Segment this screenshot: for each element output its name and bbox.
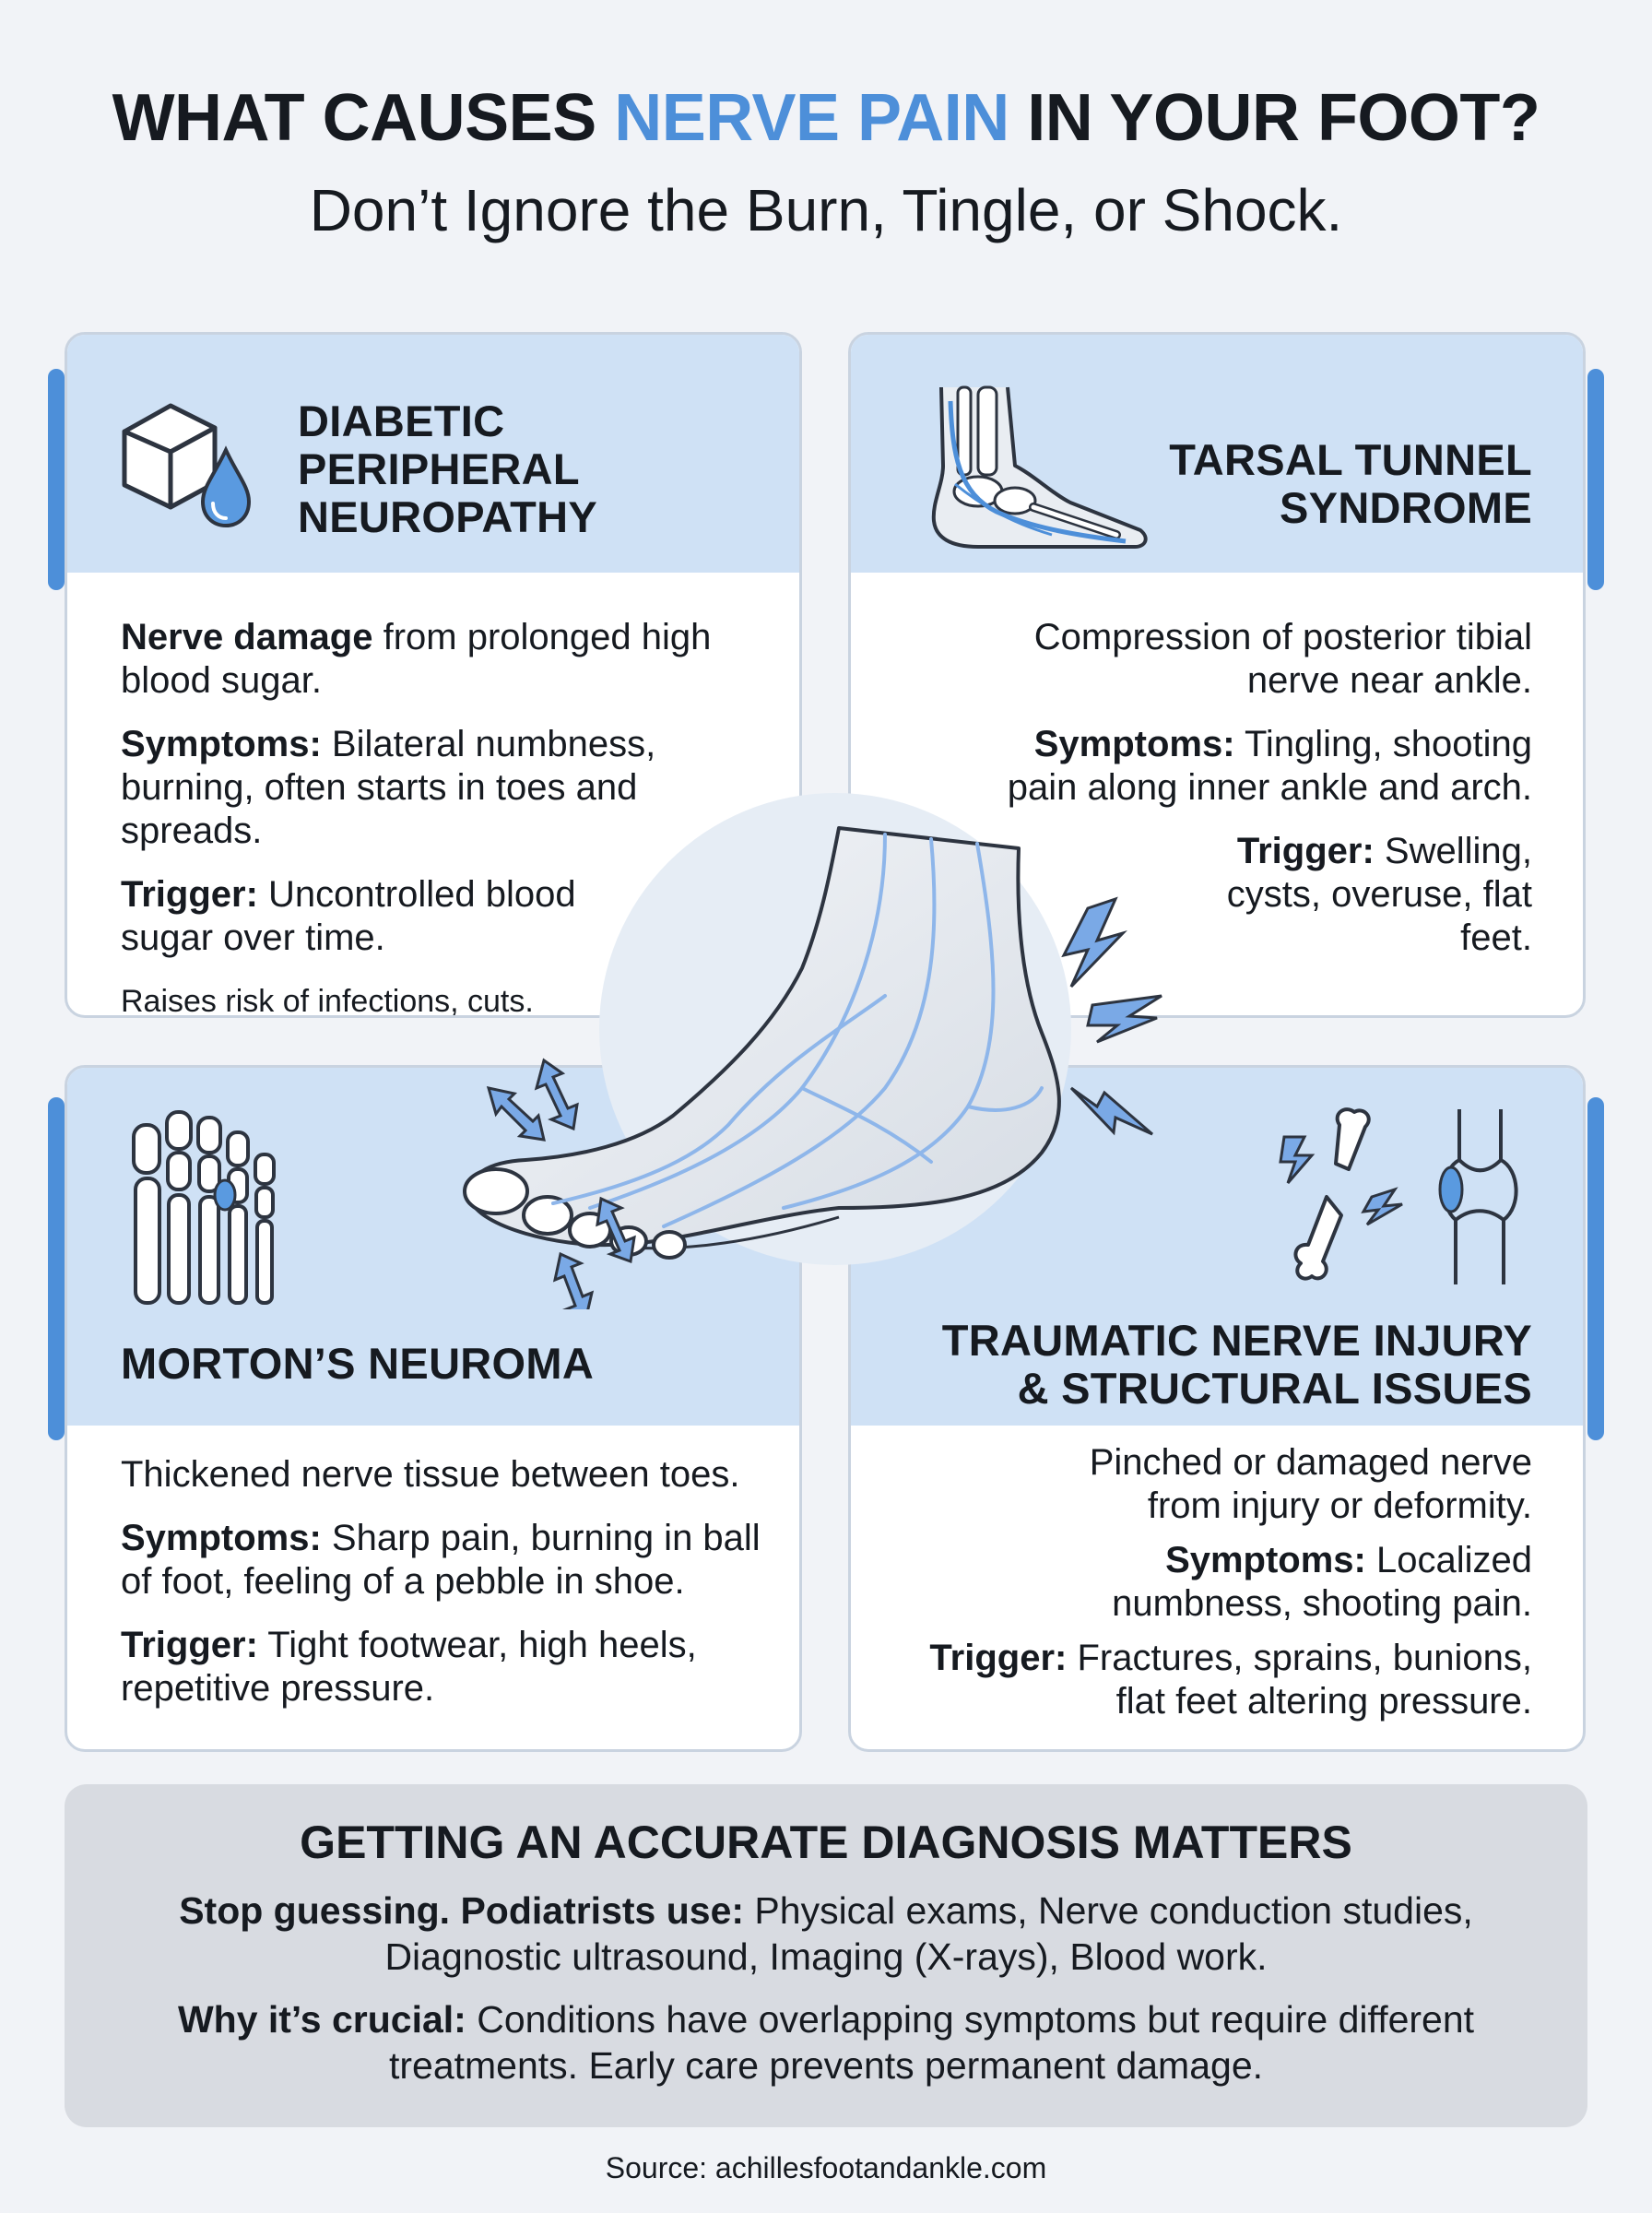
card-title: TRAUMATIC NERVE INJURY & STRUCTURAL ISSU… <box>941 1316 1532 1413</box>
broken-bone-joint-icon <box>1279 1107 1518 1284</box>
card-title: TARSAL TUNNEL SYNDROME <box>1169 435 1532 532</box>
card-trigger: Trigger: Fractures, sprains, bunions, fl… <box>929 1638 1532 1722</box>
title-part-1: WHAT CAUSES <box>112 81 597 155</box>
card-body: Nerve damage from prolonged high blood s… <box>121 616 785 1018</box>
foot-outline <box>467 826 1061 1248</box>
card-lead: Pinched or damaged nerve from injury or … <box>1089 1442 1532 1526</box>
card-diabetic-neuropathy: DIABETIC PERIPHERAL NEUROPATHY Nerve dam… <box>65 332 802 1018</box>
card-symptoms: Symptoms: Bilateral numbness, burning, o… <box>121 724 656 851</box>
card-lead: Nerve damage from prolonged high blood s… <box>121 617 712 701</box>
card-trigger: Trigger: Tight footwear, high heels, rep… <box>121 1625 697 1709</box>
side-tab-right-top <box>1587 369 1604 590</box>
sugar-cube-drop-icon <box>122 403 252 528</box>
diagnosis-title: GETTING AN ACCURATE DIAGNOSIS MATTERS <box>300 1817 1352 1868</box>
side-tab-right-bottom <box>1587 1097 1604 1440</box>
card-lead: Compression of posterior tibial nerve ne… <box>1033 617 1532 701</box>
title-accent: NERVE PAIN <box>614 81 1009 155</box>
diagnosis-importance: Why it’s crucial: Conditions have overla… <box>177 1998 1475 2087</box>
toes <box>463 1167 687 1260</box>
card-trigger: Trigger: Uncontrolled blood sugar over t… <box>121 874 576 958</box>
diagnosis-panel: GETTING AN ACCURATE DIAGNOSIS MATTERS St… <box>65 1784 1587 2127</box>
card-symptoms: Symptoms: Sharp pain, burning in ball of… <box>121 1518 761 1602</box>
card-note: Raises risk of infections, cuts. <box>121 984 534 1018</box>
side-tab-left-bottom <box>48 1097 65 1440</box>
page-title: WHAT CAUSES NERVE PAIN IN YOUR FOOT? <box>0 85 1652 151</box>
card-body: Compression of posterior tibial nerve ne… <box>997 616 1532 980</box>
title-part-3: IN YOUR FOOT? <box>1027 81 1540 155</box>
foot-illustration <box>463 826 1162 1309</box>
toe-bones-icon <box>132 1110 276 1305</box>
card-title: MORTON’S NEUROMA <box>121 1339 595 1388</box>
card-symptoms: Symptoms: Tingling, shooting pain along … <box>1007 724 1532 808</box>
diagnosis-methods: Stop guessing. Podiatrists use: Physical… <box>179 1889 1473 1978</box>
card-lead: Thickened nerve tissue between toes. <box>121 1454 740 1495</box>
page-subtitle: Don’t Ignore the Burn, Tingle, or Shock. <box>309 177 1343 243</box>
tingle-arrows <box>486 1058 636 1309</box>
source-credit: Source: achillesfootandankle.com <box>605 2151 1047 2184</box>
card-symptoms: Symptoms: Localized numbness, shooting p… <box>1112 1540 1532 1624</box>
card-body: Thickened nerve tissue between toes. Sym… <box>121 1453 785 1731</box>
card-body: Pinched or damaged nerve from injury or … <box>905 1441 1532 1744</box>
shock-bolts <box>1061 896 1162 1136</box>
nerve-lines <box>551 833 1044 1228</box>
card-title: DIABETIC PERIPHERAL NEUROPATHY <box>298 396 598 541</box>
card-trigger: Trigger: Swelling, cysts, overuse, flat … <box>1226 831 1532 958</box>
side-tab-left-top <box>48 369 65 590</box>
ankle-nerve-icon <box>931 385 1148 549</box>
card-mortons-neuroma: MORTON’S NEUROMA Thickened nerve tissue … <box>65 1065 802 1752</box>
